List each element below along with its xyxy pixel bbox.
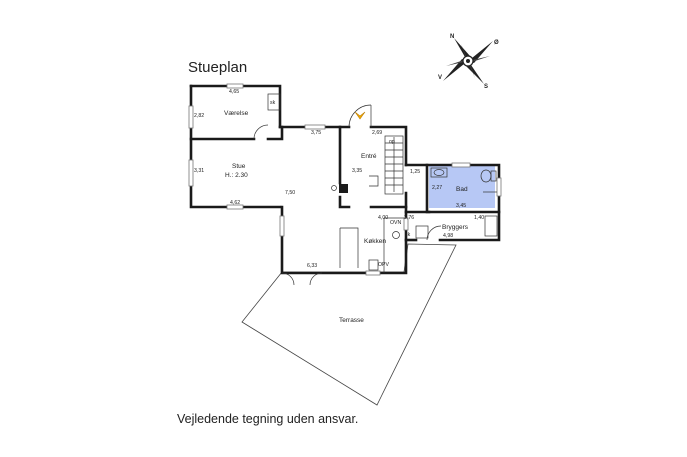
dim-2: 2,82 [194, 113, 204, 119]
room-stue-height: H.: 2.30 [225, 172, 248, 179]
compass-o: Ø [494, 40, 499, 46]
dim-8: 2,27 [432, 185, 442, 191]
bathroom-fill [429, 166, 495, 208]
windows [188, 83, 502, 276]
dim-6: 3,35 [352, 168, 362, 174]
room-entre: Entré [361, 153, 377, 160]
label-opv: OPV [378, 262, 389, 268]
dim-7: 1,25 [410, 169, 420, 175]
label-sk-kitchen: sk [405, 232, 411, 238]
compass-v: V [438, 75, 442, 81]
dim-4: 2,69 [372, 130, 382, 136]
room-vaerelse: Værelse [224, 110, 249, 117]
dim-5: 3,31 [194, 168, 204, 174]
dim-3: 3,75 [311, 130, 321, 136]
label-ovn: OVN [390, 220, 401, 226]
dim-14: 3,76 [404, 215, 414, 221]
dim-11: 3,45 [456, 203, 466, 209]
compass-s: S [484, 84, 488, 90]
dim-9: 7,50 [285, 190, 295, 196]
dim-13: 4,00 [378, 215, 388, 221]
plan-title: Stueplan [188, 59, 248, 76]
dim-1: 4,65 [229, 89, 239, 95]
room-bryggers: Bryggers [442, 224, 469, 231]
label-op: op [389, 139, 395, 145]
dim-12: 1,40 [474, 215, 484, 221]
entrance-marker-icon [354, 111, 366, 120]
disclaimer-text: Vejledende tegning uden ansvar. [177, 412, 359, 426]
room-stue: Stue [232, 163, 246, 170]
fixtures [253, 93, 498, 286]
compass-n: N [450, 34, 454, 40]
label-sk-vaerelse: sk [270, 100, 276, 106]
room-kokken: Køkken [364, 238, 386, 245]
dim-15: 4,98 [443, 233, 453, 239]
terrace-area [241, 243, 457, 406]
dimensions: 4,65 2,82 3,75 2,69 3,31 3,35 1,25 2,27 … [194, 89, 484, 269]
dim-16: 6,33 [307, 263, 317, 269]
dim-10: 4,62 [230, 200, 240, 206]
room-bad: Bad [456, 186, 468, 193]
room-terrasse: Terrasse [339, 317, 364, 324]
compass-icon: N Ø V S [438, 34, 499, 90]
